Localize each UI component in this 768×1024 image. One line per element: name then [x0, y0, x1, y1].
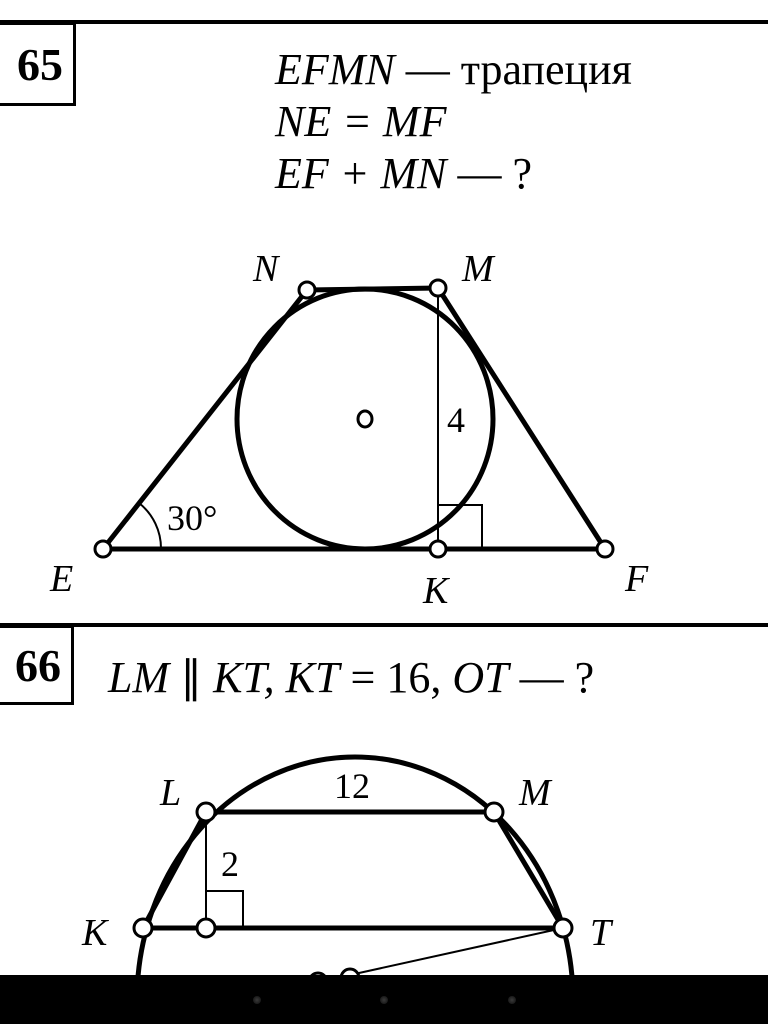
label-E: E: [50, 558, 74, 600]
dash: —: [508, 653, 575, 702]
point-T: [552, 917, 574, 939]
problem-65-condition-line-1: EFMN — трапеция: [275, 44, 632, 96]
problem-65-condition-line-2: NE = MF: [275, 96, 446, 148]
figure-66-inscribed-trapezoid: [132, 754, 575, 975]
problem-number-65: 65: [0, 22, 76, 106]
math-text: KT, KT: [213, 653, 340, 702]
math-text: = 16,: [339, 653, 453, 702]
center-O: [356, 409, 374, 429]
problem-number-66: 66: [0, 625, 74, 705]
base-label-12: 12: [334, 766, 370, 806]
back-button-icon[interactable]: [253, 996, 261, 1004]
condition-text: трапеция: [460, 45, 632, 94]
point-O: [339, 967, 361, 975]
dash: —: [394, 45, 461, 94]
label-N: N: [253, 248, 279, 290]
point-K: [428, 539, 448, 559]
dash: —: [446, 149, 513, 198]
section-rule-66: [0, 623, 768, 627]
home-button-icon[interactable]: [380, 996, 388, 1004]
angle-label-30: 30°: [167, 498, 218, 538]
point-N: [297, 280, 317, 300]
height-label-2: 2: [221, 844, 239, 884]
section-rule-65: [0, 20, 768, 24]
problem-66-condition: LM ∥ KT, KT = 16, OT — ?: [108, 652, 594, 704]
recent-apps-button-icon[interactable]: [508, 996, 516, 1004]
question-mark: ?: [512, 149, 532, 198]
system-navigation-bar: [0, 975, 768, 1024]
problem-number-label: 65: [17, 38, 63, 90]
point-L: [195, 801, 217, 823]
problem-65-condition-line-3: EF + MN — ?: [275, 148, 532, 200]
label-L: L: [160, 772, 182, 814]
label-F: F: [625, 558, 649, 600]
circumscribed-circle: [135, 754, 575, 975]
question-mark: ?: [574, 653, 595, 702]
math-text: LM: [108, 653, 170, 702]
point-K: [132, 917, 154, 939]
point-partial-1: [310, 971, 326, 975]
label-K: K: [423, 570, 449, 612]
problem-number-label: 66: [15, 639, 61, 691]
point-M: [428, 278, 448, 298]
point-E: [93, 539, 113, 559]
math-text: OT: [452, 653, 509, 702]
figure-65-trapezoid: [93, 278, 615, 559]
label-T: T: [590, 912, 612, 954]
math-text: NE = MF: [275, 97, 447, 146]
math-text: EFMN: [275, 45, 395, 94]
point-foot: [195, 917, 217, 939]
textbook-page: 65 EFMN — трапеция NE = MF EF + MN — ?: [0, 20, 768, 975]
label-M: M: [462, 248, 494, 290]
point-M: [483, 801, 505, 823]
math-text: EF + MN: [275, 149, 447, 198]
label-M-66: M: [519, 772, 551, 814]
height-label-4: 4: [447, 400, 465, 440]
parallel-symbol: ∥: [169, 653, 214, 702]
point-F: [595, 539, 615, 559]
label-K-66: K: [82, 912, 108, 954]
